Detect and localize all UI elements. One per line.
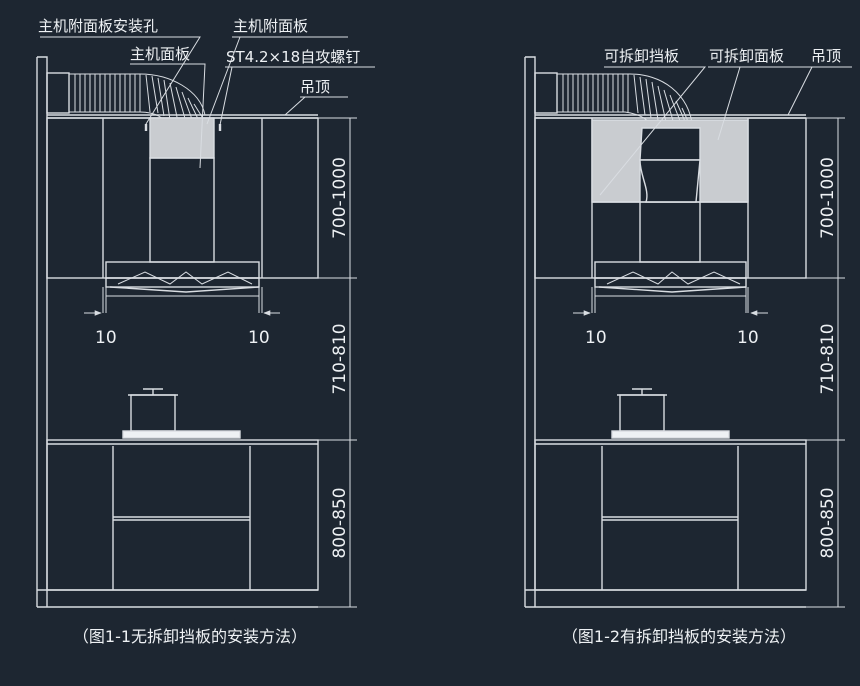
hood-chimney-2 xyxy=(639,201,701,263)
chimney-top-2 xyxy=(639,159,701,203)
label-baffle: 可拆卸挡板 xyxy=(604,47,679,65)
screw-marks xyxy=(144,124,222,131)
label-screw: ST4.2×18自攻螺钉 xyxy=(226,48,360,66)
label-ceiling-2: 吊顶 xyxy=(811,47,841,65)
pot-2 xyxy=(617,388,667,432)
wall-duct xyxy=(46,72,70,114)
dim-gap-right: 10 xyxy=(248,328,270,348)
leader-screw xyxy=(219,66,375,126)
dim-ticks-right-2 xyxy=(806,117,845,608)
label-ceiling: 吊顶 xyxy=(300,78,330,96)
dim-lower: 800-850 xyxy=(330,487,350,558)
base-cabinet-2 xyxy=(534,439,807,591)
dim-gap-left: 10 xyxy=(95,328,117,348)
diagram-1 xyxy=(36,36,375,608)
hood-chimney xyxy=(149,157,215,263)
dim-ticks-right xyxy=(318,117,357,608)
base-plinth-2 xyxy=(525,589,806,608)
cooktop-2 xyxy=(611,430,730,439)
wall-duct-2 xyxy=(534,72,558,114)
upper-cabinet-doors xyxy=(102,118,263,278)
dim-middle-2: 710-810 xyxy=(818,323,838,394)
diagram-2 xyxy=(524,56,852,608)
hose-elbow-2 xyxy=(639,127,701,161)
aux-panel xyxy=(149,117,215,159)
hood-body-2 xyxy=(594,261,747,297)
leader-aux-panel xyxy=(206,36,348,125)
wall-line-2 xyxy=(524,56,536,607)
leader-panel xyxy=(708,66,808,141)
leader-ceiling xyxy=(284,96,348,116)
pot xyxy=(128,388,178,432)
gap-ext-lines-2 xyxy=(591,287,749,313)
label-removable-panel: 可拆卸面板 xyxy=(709,47,784,65)
base-drawers-2 xyxy=(601,446,739,590)
base-plinth xyxy=(37,589,318,608)
base-drawers xyxy=(112,446,251,590)
dim-lower-2: 800-850 xyxy=(818,487,838,558)
gap-ext-lines xyxy=(102,287,263,313)
dim-gap-right-2: 10 xyxy=(737,328,759,348)
leader-mount-hole xyxy=(40,36,201,125)
dim-upper-2: 700-1000 xyxy=(818,157,838,239)
leader-ceiling-2 xyxy=(787,66,852,116)
cooktop xyxy=(122,430,241,439)
dim-middle: 710-810 xyxy=(330,323,350,394)
wall-line xyxy=(36,56,48,607)
caption-2: （图1-2有拆卸挡板的安装方法） xyxy=(562,627,796,646)
label-main-panel: 主机面板 xyxy=(130,45,190,63)
hood-body xyxy=(105,261,260,297)
dim-gap-left-2: 10 xyxy=(585,328,607,348)
caption-1: （图1-1无拆卸挡板的安装方法） xyxy=(73,627,307,646)
base-cabinet xyxy=(46,439,319,591)
leader-main-panel xyxy=(130,63,206,169)
label-aux-panel: 主机附面板 xyxy=(233,17,308,35)
label-mount-hole: 主机附面板安装孔 xyxy=(38,17,158,35)
leader-baffle xyxy=(599,66,707,196)
dim-upper: 700-1000 xyxy=(330,157,350,239)
